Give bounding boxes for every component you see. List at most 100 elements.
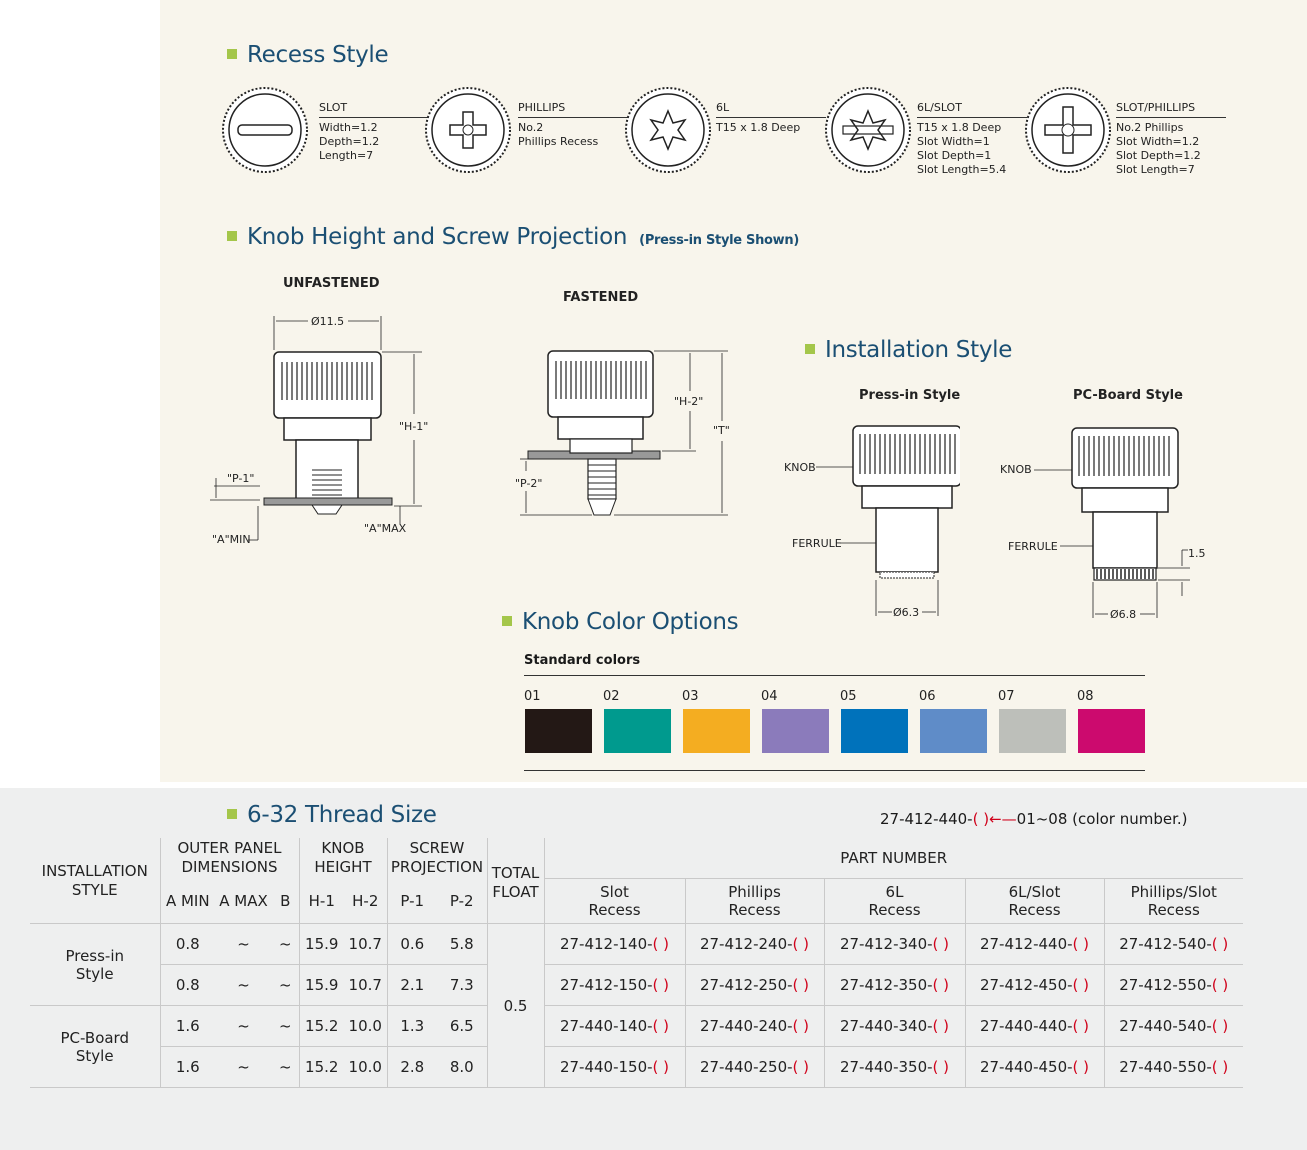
- total-float-cell: 0.5: [486, 923, 544, 1088]
- part-number-cell: 27-440-440-( ): [964, 1005, 1104, 1047]
- part-number-cell: 27-412-240-( ): [684, 923, 824, 965]
- press-in-style-label: Press-in Style: [859, 388, 961, 403]
- part-number-cell: 27-412-150-( ): [543, 964, 685, 1006]
- part-number-header: PART NUMBER: [543, 838, 1243, 879]
- p1-cell: 2.8: [386, 1046, 437, 1088]
- a-max-header: A MAX: [215, 878, 272, 924]
- b-header: B: [272, 878, 299, 924]
- h2-label: "H-2": [674, 395, 704, 408]
- fastened-drawing: [520, 350, 728, 516]
- table-row: Press-in Style 0.8 ~ ~ 15.9 10.7 0.6 5.8…: [30, 923, 1243, 1088]
- part-number-cell: 27-440-540-( ): [1103, 1005, 1243, 1047]
- t-label: "T": [713, 424, 730, 437]
- p2-cell: 5.8: [437, 923, 487, 965]
- a-max-cell: ~: [215, 923, 272, 965]
- arrow-left-icon: ←—: [989, 810, 1017, 828]
- recess-6l-label: 6L T15 x 1.8 Deep: [716, 101, 826, 135]
- slot-phillips-recess-icon: [1025, 87, 1111, 173]
- dimension-1-5-label: 1.5: [1188, 547, 1206, 560]
- table-row: 1.6 ~ ~ 15.2 10.0 2.8 8.0 27-440-150-( )…: [30, 1046, 1243, 1088]
- knob-height-header: KNOB HEIGHT: [298, 838, 387, 879]
- slot-recess-icon: [222, 87, 308, 173]
- color-number: 08: [1077, 689, 1094, 704]
- p2-cell: 6.5: [437, 1005, 487, 1047]
- h2-cell: 10.0: [344, 1046, 387, 1088]
- h2-cell: 10.0: [344, 1005, 387, 1047]
- part-number-cell: 27-440-250-( ): [684, 1046, 824, 1088]
- h2-cell: 10.7: [344, 923, 387, 965]
- color-swatch: [762, 709, 829, 753]
- p1-header: P-1: [386, 878, 437, 924]
- color-bottom-rule: [524, 770, 1145, 771]
- table-row: 0.8 ~ ~ 15.9 10.7 2.1 7.3 27-412-150-( )…: [30, 964, 1243, 1006]
- part-number-cell: 27-440-350-( ): [823, 1046, 965, 1088]
- a-max-cell: ~: [215, 1046, 272, 1088]
- part-number-cell: 27-440-140-( ): [543, 1005, 685, 1047]
- bullet-square-icon: [227, 809, 237, 819]
- h1-label: "H-1": [399, 420, 429, 433]
- knob-color-options-heading: Knob Color Options: [502, 609, 739, 635]
- screw-projection-header: SCREW PROJECTION: [386, 838, 487, 879]
- diameter-6-3-label: Ø6.3: [893, 606, 920, 619]
- color-swatch: [841, 709, 908, 753]
- part-number-cell: 27-440-450-( ): [964, 1046, 1104, 1088]
- a-min-cell: 1.6: [159, 1046, 215, 1088]
- part-number-cell: 27-440-340-( ): [823, 1005, 965, 1047]
- color-swatch: [525, 709, 592, 753]
- color-swatch: [920, 709, 987, 753]
- part-number-cell: 27-412-450-( ): [964, 964, 1104, 1006]
- color-number: 01: [524, 689, 541, 704]
- part-number-cell: 27-412-350-( ): [823, 964, 965, 1006]
- pc-board-style-drawing: [1034, 427, 1190, 618]
- bullet-square-icon: [227, 231, 237, 241]
- color-number: 06: [919, 689, 936, 704]
- part-number-cell: 27-412-440-( ): [964, 923, 1104, 965]
- h2-header: H-2: [344, 878, 387, 924]
- 6l-slot-recess-header: 6L/Slot Recess: [964, 878, 1104, 924]
- bullet-square-icon: [227, 49, 237, 59]
- part-number-template-suffix: 01~08 (color number.): [1016, 810, 1188, 828]
- b-cell: ~: [272, 964, 299, 1006]
- standard-colors-label: Standard colors: [524, 653, 641, 668]
- a-min-cell: 0.8: [159, 964, 215, 1006]
- thread-size-table: INSTALLATION STYLE OUTER PANEL DIMENSION…: [30, 838, 1243, 1088]
- part-number-cell: 27-412-140-( ): [543, 923, 685, 965]
- press-in-ferrule-label: FERRULE: [792, 537, 842, 550]
- a-min-cell: 1.6: [159, 1005, 215, 1047]
- h1-cell: 15.2: [298, 1005, 344, 1047]
- knob-height-heading: Knob Height and Screw Projection(Press-i…: [227, 224, 799, 250]
- color-swatch: [1078, 709, 1145, 753]
- p2-header: P-2: [437, 878, 487, 924]
- part-number-cell: 27-440-150-( ): [543, 1046, 685, 1088]
- press-in-knob-label: KNOB: [784, 461, 816, 474]
- phillips-recess-icon: [425, 87, 511, 173]
- part-number-cell: 27-412-540-( ): [1103, 923, 1243, 965]
- phillips-slot-recess-header: Phillips/Slot Recess: [1103, 878, 1243, 924]
- color-number: 05: [840, 689, 857, 704]
- color-code-placeholder: ( ): [972, 810, 990, 828]
- pc-board-style-cell: PC-Board Style: [30, 1005, 160, 1088]
- p1-label: "P-1": [227, 472, 255, 485]
- part-number-cell: 27-412-250-( ): [684, 964, 824, 1006]
- p2-cell: 8.0: [437, 1046, 487, 1088]
- part-number-cell: 27-440-550-( ): [1103, 1046, 1243, 1088]
- table-header-row: INSTALLATION STYLE OUTER PANEL DIMENSION…: [30, 838, 1243, 924]
- outer-panel-header: OUTER PANEL DIMENSIONS: [159, 838, 299, 879]
- color-top-rule: [524, 675, 1145, 676]
- phillips-recess-header: Phillips Recess: [684, 878, 824, 924]
- pc-board-ferrule-label: FERRULE: [1008, 540, 1058, 553]
- p1-cell: 2.1: [386, 964, 437, 1006]
- table-row: PC-Board Style 1.6 ~ ~ 15.2 10.0 1.3 6.5…: [30, 1005, 1243, 1088]
- p2-cell: 7.3: [437, 964, 487, 1006]
- unfastened-drawing: [210, 316, 422, 541]
- a-min-header: A MIN: [159, 878, 215, 924]
- a-max-cell: ~: [215, 1005, 272, 1047]
- h1-cell: 15.9: [298, 923, 344, 965]
- diameter-6-8-label: Ø6.8: [1110, 608, 1137, 621]
- diameter-11-5-label: Ø11.5: [311, 315, 345, 328]
- p1-cell: 0.6: [386, 923, 437, 965]
- color-swatch: [999, 709, 1066, 753]
